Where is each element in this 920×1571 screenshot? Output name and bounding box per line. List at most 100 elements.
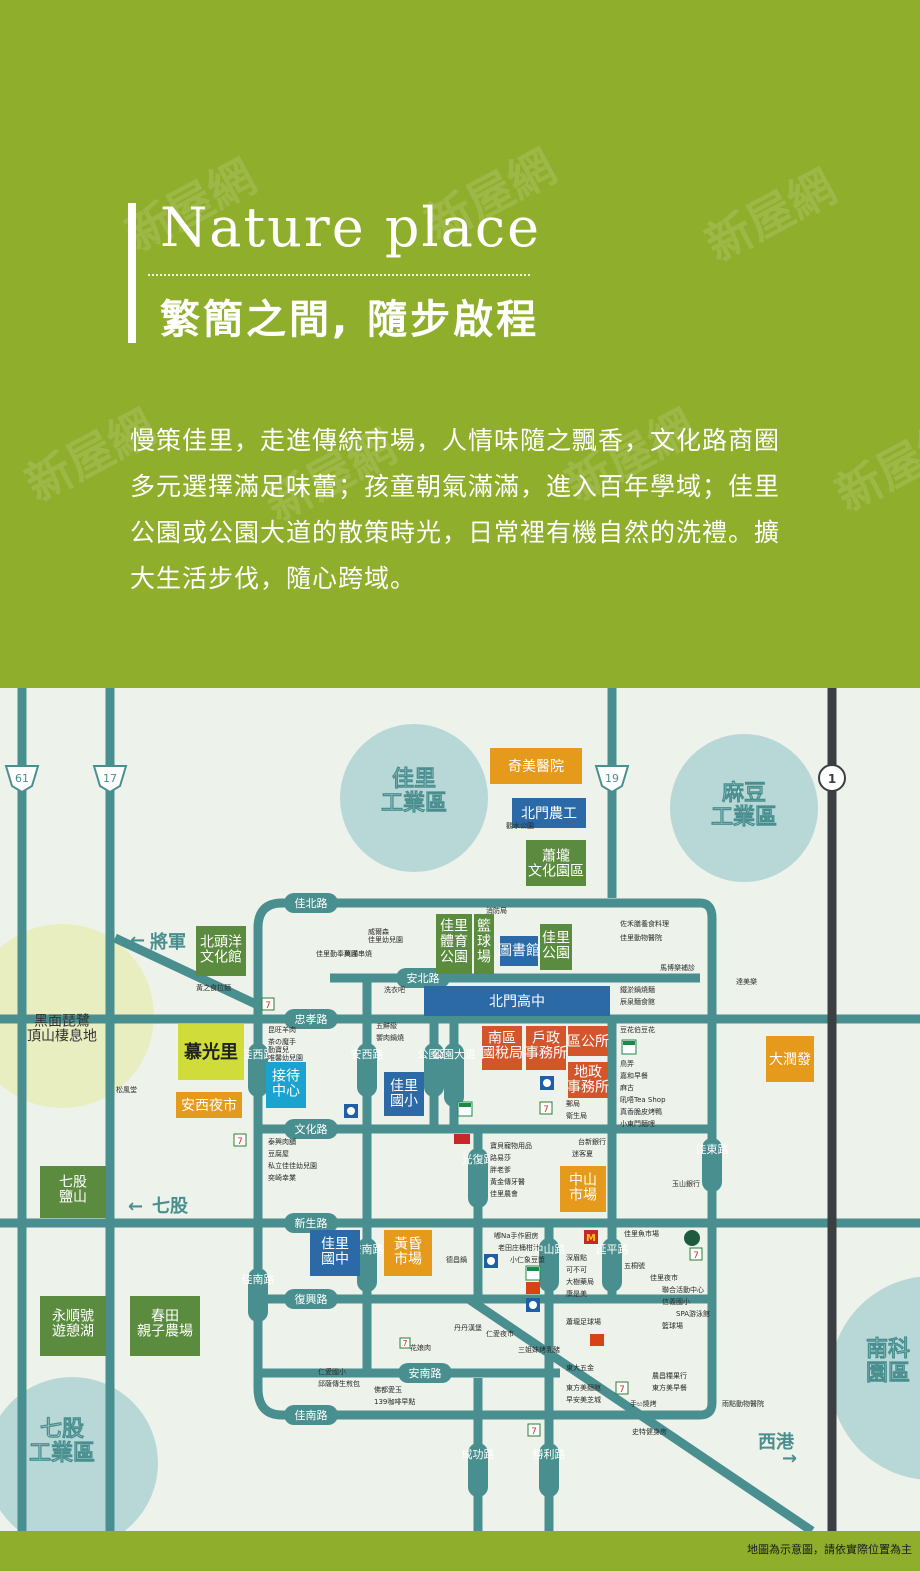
poi: 農昌糧果行 [652, 1371, 687, 1380]
poi: 鐵淤鍋燒麵 [620, 985, 655, 994]
poi: 佳里動物醫院 [620, 933, 662, 942]
landmark-xiaolong: 蕭壠文化園區 [528, 847, 584, 879]
poi: 觀水公園 [506, 821, 534, 830]
poi: 吼唔Tea Shop [620, 1096, 666, 1104]
road-label-jianan: 佳南路 [242, 1272, 275, 1286]
landmark-chimei: 奇美醫院 [508, 758, 564, 775]
svg-text:7: 7 [402, 1339, 407, 1348]
highway-1-label: 1 [828, 772, 836, 786]
road-label-jiaxi: 佳西路 [242, 1047, 275, 1061]
poi: 饗肉鍋燒 [376, 1033, 404, 1042]
highway-shield-17: 17 [92, 765, 128, 794]
svg-text:7: 7 [543, 1105, 549, 1115]
highway-shield-1: 1 [818, 764, 846, 792]
poi: 五鮮級 [376, 1021, 397, 1030]
road-label-anbei: 安北路 [407, 971, 440, 985]
zone-nanke-label: 南科園區 [866, 1337, 910, 1386]
poi: 佛都愛玉 [374, 1385, 402, 1394]
poi: 昆旺羊肉 [268, 1025, 296, 1034]
seven-eleven-icon: 7 [233, 1133, 247, 1147]
landmark-jiali-elem: 佳里國小 [390, 1078, 418, 1109]
intro-paragraph: 慢策佳里，走進傳統市場，人情味隨之飄香，文化路商圈多元選擇滿足味蕾；孩童朝氣滿滿… [130, 426, 781, 593]
road-label-zhongshan: 中山路 [533, 1243, 566, 1256]
svg-text:7: 7 [619, 1385, 625, 1395]
landmark-sales-center: 接待中心 [272, 1067, 300, 1099]
location-map: 61 17 19 1 佳里工業區 麻豆工業區 七股工業區 南科園區 黑面琵鷺頂山… [0, 688, 920, 1531]
poi: 辰泉麵食館 [620, 997, 655, 1006]
road-label-chenggong: 成功路 [462, 1448, 495, 1461]
kfc-icon [454, 1134, 470, 1144]
poi: 勤寶兒唯馨幼兒園 [268, 1045, 303, 1062]
highway-shield-61: 61 [4, 765, 40, 794]
project-logo-text: 慕光里 [184, 1041, 238, 1063]
poi: 東大五金 [566, 1363, 594, 1372]
poi: 東方美麵館 [566, 1383, 601, 1392]
zone-circle [670, 734, 818, 882]
poi: 丹丹漢堡 [454, 1323, 482, 1332]
seven-eleven-icon: 7 [689, 1247, 703, 1261]
poi: 東方美早餐 [652, 1383, 687, 1392]
poi: 大樹藥局 [566, 1277, 594, 1286]
road-jiangjun [113, 933, 264, 1012]
poi: 手භ燒烤 [630, 1399, 657, 1408]
landmark-salt-mountain: 七股鹽山 [59, 1174, 87, 1205]
direction-jiangjun: 將軍 [150, 931, 186, 953]
zone-circle [340, 724, 488, 872]
landmark-anxi-market: 安西夜市 [181, 1097, 237, 1114]
svg-text:7: 7 [237, 1137, 243, 1147]
poi: 三姐妹烤乳豬 [518, 1345, 560, 1354]
poi: 台新銀行 [578, 1137, 606, 1146]
seven-eleven-icon: 7 [539, 1101, 553, 1115]
poi: 嘉和早餐 [620, 1071, 648, 1080]
carrefour-icon [540, 1076, 554, 1090]
poi: 達美樂 [736, 977, 757, 986]
landmark-dusk-market: 黃昏市場 [394, 1236, 422, 1267]
zone-qigu-label: 七股工業區 [29, 1417, 95, 1466]
seven-eleven-icon: 7 [615, 1381, 629, 1395]
road-label-anxi: 安西路 [351, 1047, 384, 1061]
poi: 仁愛國小 [318, 1367, 346, 1376]
road-label-zhongxiao: 忠孝路 [295, 1013, 328, 1026]
poi: 威爾森佳里幼兒園 [368, 927, 403, 944]
family-mart-icon [525, 1265, 541, 1281]
carrefour-icon [526, 1298, 540, 1312]
landmark-beitouyang: 北頭洋文化館 [200, 934, 242, 965]
poi: 路易莎 [490, 1153, 511, 1162]
road-label-guangfu: 光復路 [462, 1152, 495, 1166]
starbucks-icon [684, 1230, 700, 1246]
zone-circle [0, 1377, 158, 1531]
poi: 可不可 [566, 1266, 587, 1274]
poi: 花娘肉 [410, 1343, 431, 1352]
poi: SPA游泳館 [676, 1309, 710, 1318]
watermark: 新屋網 [696, 159, 845, 272]
poi: 籃球場 [662, 1321, 683, 1330]
road-label-jiannan: 佳南路 [295, 1408, 328, 1422]
poi: 佐禾膳養食料理 [620, 919, 669, 928]
direction-arrow-icon: → [782, 1448, 797, 1469]
direction-qigu: 七股 [152, 1196, 189, 1217]
carrefour-icon [344, 1104, 358, 1118]
poi: 小東門麵哩 [620, 1119, 655, 1128]
poi: 康是美 [566, 1289, 587, 1298]
landmark-land: 地政事務所 [567, 1064, 609, 1095]
pxmart-icon [526, 1282, 540, 1294]
landmark-library: 圖書館 [498, 942, 540, 959]
poi: 豆腐屋 [268, 1149, 289, 1158]
landmark-chuntian: 春田親子農場 [137, 1308, 193, 1339]
poi: 黃金傳牙醫 [490, 1177, 525, 1186]
poi: 蕭壠足球場 [566, 1317, 601, 1326]
road-label-fuxing: 復興路 [295, 1293, 328, 1306]
poi: 信義國小 [662, 1297, 690, 1306]
zone-circle [830, 1276, 920, 1480]
highway-17-label: 17 [103, 772, 117, 785]
landmark-district: 區公所 [567, 1034, 609, 1050]
landmark-sports-park: 佳里體育公園 [440, 919, 468, 966]
poi: 小仁象豆漿 [510, 1255, 545, 1264]
project-logo-box [178, 1024, 244, 1080]
poi: 早安美芝城 [566, 1395, 601, 1404]
poi: 真香脆皮烤鴨 [620, 1107, 662, 1116]
poi: 139咖啡早點 [374, 1397, 415, 1406]
page-title-zh: 繁簡之間, 隨步啟程 [160, 297, 540, 343]
landmark-household: 戶政事務所 [525, 1030, 567, 1061]
poi: 消防局 [486, 906, 507, 915]
